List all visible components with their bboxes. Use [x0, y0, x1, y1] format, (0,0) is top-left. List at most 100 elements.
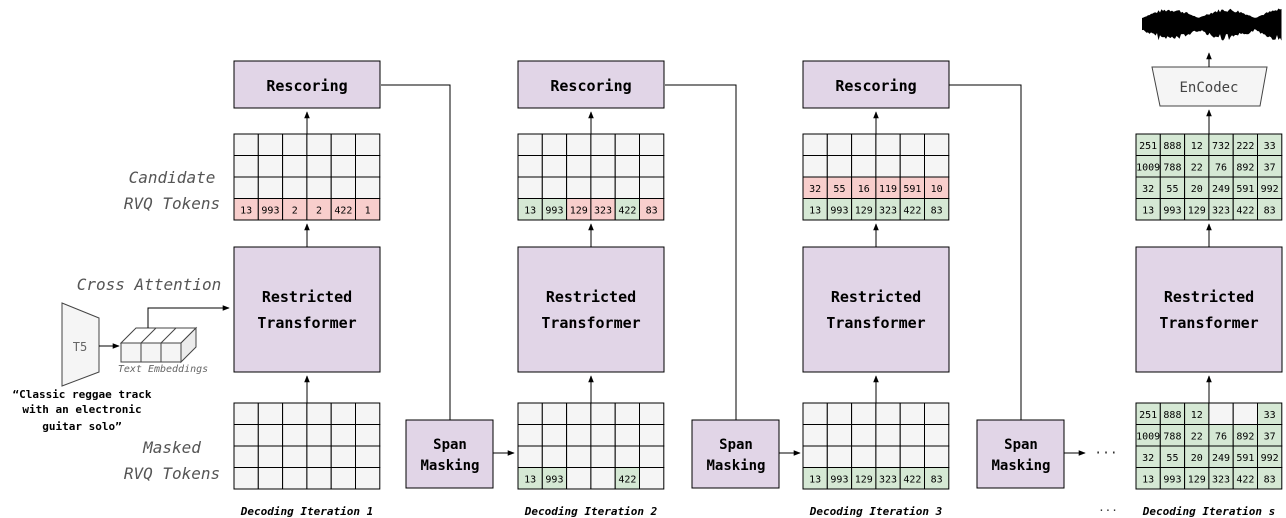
token-cell [355, 467, 381, 490]
token-cell [282, 445, 308, 468]
token-value: 993 [545, 474, 563, 485]
cross-attention-label: Cross Attention [77, 275, 222, 294]
token-value: 323 [1212, 205, 1230, 216]
token-value: 76 [1215, 162, 1227, 173]
token-cell [851, 445, 877, 468]
token-cell [233, 155, 259, 178]
transformer-label-line1: Restricted [546, 288, 636, 306]
token-cell [306, 133, 332, 156]
iteration-title: Decoding Iteration s [1142, 505, 1275, 518]
token-cell [614, 133, 641, 156]
token-cell [899, 445, 926, 468]
rescoring-to-span-2 [665, 84, 737, 420]
token-cell [899, 402, 926, 425]
token-value: 129 [1188, 474, 1206, 485]
token-cell [590, 402, 616, 425]
token-value: 13 [809, 474, 821, 485]
token-cell [875, 155, 901, 178]
token-cell [826, 445, 853, 468]
token-cell [306, 467, 332, 490]
span-label-line1: Span [719, 437, 753, 453]
token-cell [282, 467, 308, 490]
token-value: 55 [1166, 453, 1178, 464]
token-value: 422 [618, 205, 636, 216]
token-cell [924, 424, 950, 447]
span-masking-1: Span Masking [405, 419, 494, 489]
token-cell [899, 133, 926, 156]
token-cell [1257, 198, 1283, 221]
token-value: 37 [1264, 431, 1276, 442]
token-cell [802, 155, 828, 178]
token-cell [590, 467, 616, 490]
token-value: 1 [365, 205, 371, 216]
token-value: 993 [1163, 474, 1181, 485]
token-cell [330, 155, 357, 178]
token-cell [541, 445, 568, 468]
token-cell [233, 445, 259, 468]
token-cell [566, 424, 592, 447]
token-cell [306, 155, 332, 178]
token-cell [566, 467, 592, 490]
rescoring-to-span-1 [381, 84, 451, 420]
token-cell [257, 176, 284, 199]
token-value: 83 [1264, 205, 1276, 216]
token-value: 32 [809, 184, 821, 195]
token-cell [306, 424, 332, 447]
t5-label: T5 [73, 340, 87, 354]
token-cell [566, 402, 592, 425]
candidate-label-line2: RVQ Tokens [124, 194, 220, 213]
token-cell [257, 155, 284, 178]
token-cell [875, 445, 901, 468]
token-value: 13 [524, 474, 536, 485]
token-cell [517, 155, 543, 178]
token-cell [802, 402, 828, 425]
token-cell [355, 445, 381, 468]
token-cell [924, 402, 950, 425]
token-cell [282, 133, 308, 156]
token-cell [257, 402, 284, 425]
token-value: 422 [903, 205, 921, 216]
token-cell [875, 133, 901, 156]
span-masking-box [405, 419, 494, 489]
token-cell [566, 176, 592, 199]
token-cell [282, 424, 308, 447]
token-cell [639, 467, 665, 490]
token-value: 20 [1191, 184, 1203, 195]
token-value: 13 [1142, 205, 1154, 216]
token-cell [924, 198, 950, 221]
token-cell [517, 445, 543, 468]
transformer-label-line1: Restricted [1164, 288, 1254, 306]
span-label-line2: Masking [991, 458, 1050, 474]
ellipsis-mid: ··· [1094, 446, 1117, 461]
candidate-label-line1: Candidate [129, 168, 216, 187]
token-value: 251 [1139, 410, 1157, 421]
token-cell [639, 445, 665, 468]
token-value: 37 [1264, 162, 1276, 173]
token-value: 422 [903, 474, 921, 485]
token-cell [355, 424, 381, 447]
token-cell [826, 155, 853, 178]
encodec-label: EnCodec [1179, 80, 1238, 96]
token-cell [566, 445, 592, 468]
token-value: 32 [1142, 453, 1154, 464]
token-value: 33 [1264, 410, 1276, 421]
token-cell [233, 402, 259, 425]
token-cell [826, 424, 853, 447]
token-cell [590, 424, 616, 447]
token-value: 13 [240, 205, 252, 216]
token-cell [851, 155, 877, 178]
token-cell [851, 424, 877, 447]
token-cell [306, 445, 332, 468]
token-value: 249 [1212, 453, 1230, 464]
token-cell [614, 402, 641, 425]
token-cell [566, 155, 592, 178]
token-cell [590, 155, 616, 178]
token-cell [1208, 402, 1234, 425]
token-cell [639, 155, 665, 178]
span-masking-box [976, 419, 1065, 489]
token-cell [614, 445, 641, 468]
